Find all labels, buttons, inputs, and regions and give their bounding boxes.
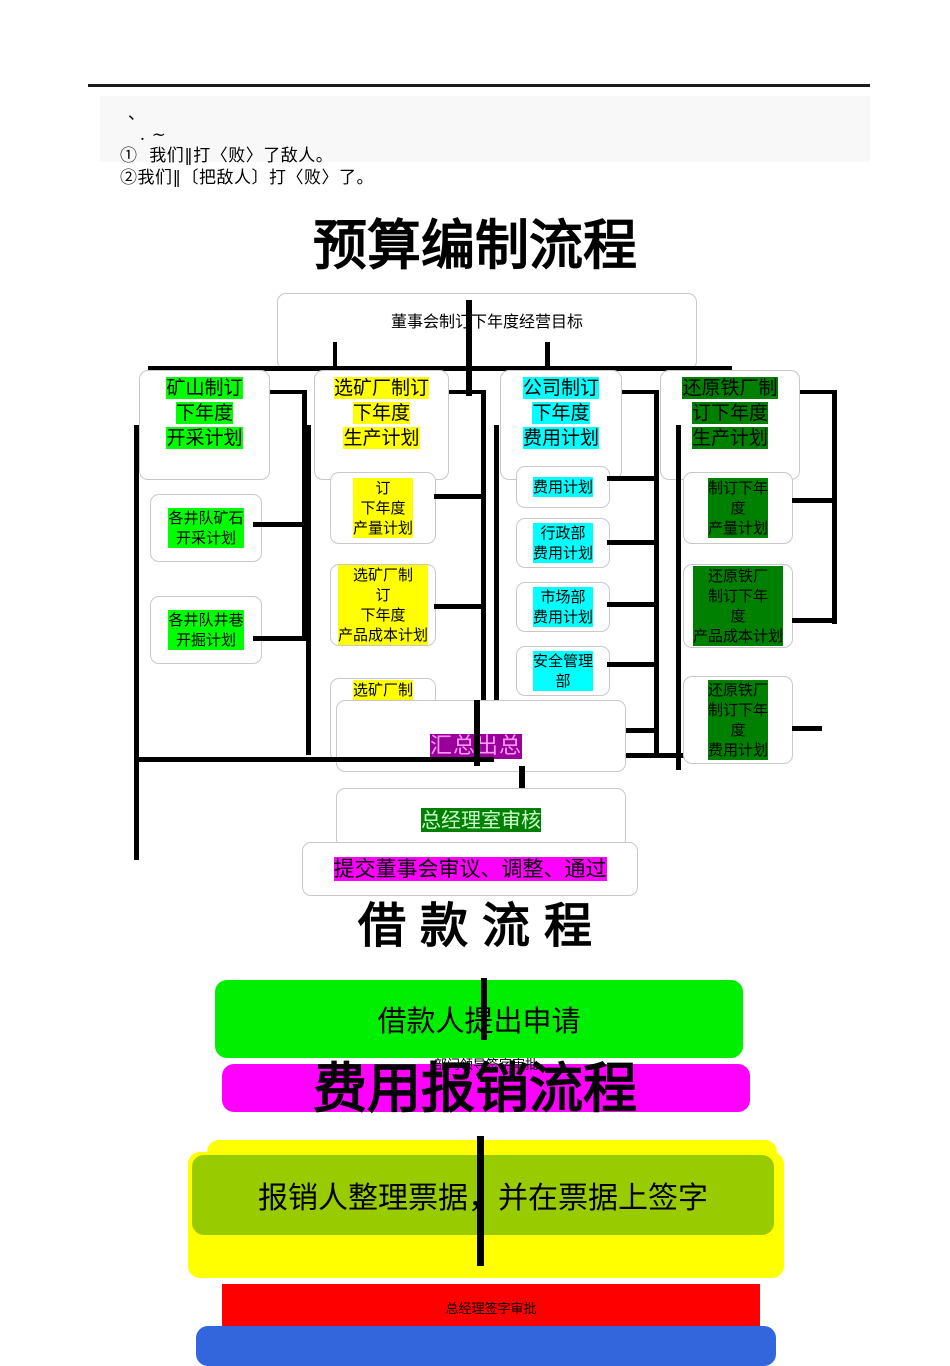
header-rule [88, 84, 870, 87]
connector-bottom-tie [134, 757, 494, 762]
page-title-budget: 预算编制流程 [313, 214, 637, 277]
reimb-step-2-label: 总经理签字审批 [445, 1301, 537, 1317]
loan-step-2-block [222, 1064, 750, 1112]
reimb-step-3-block [196, 1326, 776, 1366]
col-ironplant-bracket-3 [792, 726, 822, 731]
col-concentrator-bracket-2 [434, 604, 486, 609]
col-company-left-spine [494, 425, 499, 770]
col-company-child-2: 市场部 费用计划 [516, 582, 610, 632]
approval-label: 提交董事会审议、调整、通过 [333, 857, 607, 881]
col-concentrator-bracket-top [449, 390, 485, 394]
col-mine-child-1: 各井队井巷 开掘计划 [150, 596, 262, 664]
header-line-2: ②我们‖〔把敌人〕打〈败〉了。 [120, 168, 374, 188]
col-company-child-1: 行政部 费用计划 [516, 518, 610, 568]
col-concentrator-bracket-1 [434, 494, 486, 499]
connector-drop-3 [545, 342, 550, 396]
col-company-bracket-1 [607, 476, 659, 481]
col-company-bracket-out [607, 753, 702, 758]
top-goal-label: 董事会制订下年度经营目标 [390, 312, 583, 331]
col-company-bracket-2 [607, 540, 659, 545]
col-concentrator-bracket-spine [481, 390, 486, 756]
reimb-step-2-block: 总经理签字审批 [222, 1284, 760, 1330]
col-ironplant-child-0: 制订下年 度 产量计划 [683, 472, 793, 544]
header-marks: 、 . ~ [128, 104, 167, 145]
col-ironplant-head-label: 还原铁厂制 订下年度 生产计划 [682, 377, 778, 449]
col-company-head-label: 公司制订 下年度 费用计划 [522, 377, 599, 449]
col-company-child-3: 安全管理 部 [516, 646, 610, 696]
col-concentrator-child-0: 订 下年度 产量计划 [330, 472, 436, 544]
col-ironplant-child-2: 还原铁厂 制订下年 度 费用计划 [683, 676, 793, 764]
col-company-bracket-4 [607, 662, 659, 667]
loan-step-1-block: 借款人提出申请 [215, 980, 743, 1058]
header-line-1: ① 我们‖打〈败〉了敌人。 [120, 146, 334, 166]
col-concentrator-child-1: 选矿厂制 订 下年度 产品成本计划 [330, 564, 436, 646]
col-mine-bracket-bot [253, 636, 306, 641]
col-mine-left-spine [134, 425, 139, 860]
col-mine-child-0: 各井队矿石 开采计划 [150, 494, 262, 562]
reimb-connector [477, 1136, 484, 1266]
col-ironplant-bracket-top [800, 390, 836, 394]
col-ironplant-child-1: 还原铁厂 制订下年 度 产品成本计划 [683, 564, 793, 648]
col-company-bracket-top [622, 390, 658, 394]
col-mine-bracket-mid [253, 522, 306, 527]
connector-drop-2 [333, 342, 337, 396]
top-goal-shell [277, 293, 697, 370]
col-company-bracket-3 [607, 602, 659, 607]
page-title-loan: 借款流程 [357, 898, 606, 954]
col-concentrator-head-label: 选矿厂制订 下年度 生产计划 [333, 377, 429, 449]
header-band [100, 96, 870, 162]
loan-step-2-label: 部门领导签字审批 [433, 1058, 538, 1073]
connector-drop-center [466, 300, 472, 396]
col-ironplant-left-spine [676, 425, 681, 770]
col-ironplant-bracket-spine [832, 390, 837, 624]
review-label: 总经理室审核 [421, 808, 541, 832]
col-mine-head-label: 矿山制订 下年度 开采计划 [166, 377, 243, 449]
col-company-bracket-5 [607, 728, 659, 733]
loan-step-1-label: 借款人提出申请 [377, 1004, 581, 1038]
col-mine-bracket-spine [302, 390, 307, 640]
col-company-bracket-spine [654, 390, 659, 758]
col-ironplant-bracket-2 [792, 618, 837, 623]
connector-main-bar [148, 366, 732, 371]
col-ironplant-bracket-1 [792, 498, 837, 503]
col-mine-bracket-top [270, 390, 306, 394]
connector-summary-in [474, 700, 480, 766]
col-concentrator-left-spine [306, 425, 311, 755]
loan-connector [481, 978, 487, 1040]
page-title-reimbursement: 费用报销流程 [313, 1057, 637, 1120]
col-company-child-0: 费用计划 [516, 466, 610, 508]
